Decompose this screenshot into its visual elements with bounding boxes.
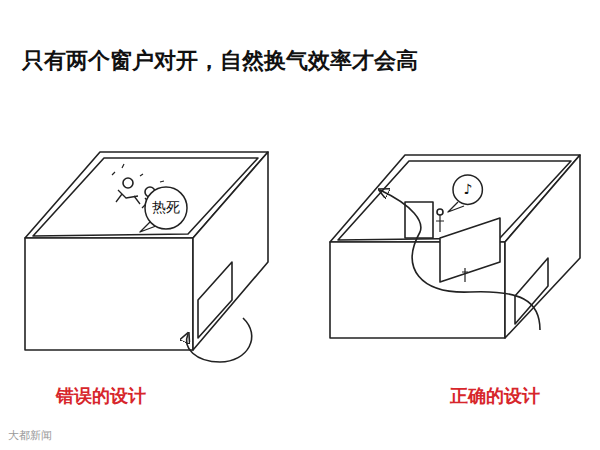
speech-bubble: ♪ <box>452 174 483 205</box>
caption-wrong: 错误的设计 <box>56 384 146 408</box>
wrong-room <box>25 152 268 362</box>
bubble-text: ♪ <box>464 182 473 197</box>
caption-right: 正确的设计 <box>450 384 540 408</box>
bubble-text: 热死 <box>152 200 180 215</box>
title: 只有两个窗户对开，自然换气效率才会高 <box>22 46 418 76</box>
right-room <box>330 155 580 338</box>
speech-bubble: 热死 <box>144 186 188 230</box>
watermark: 大都新闻 <box>8 428 52 443</box>
